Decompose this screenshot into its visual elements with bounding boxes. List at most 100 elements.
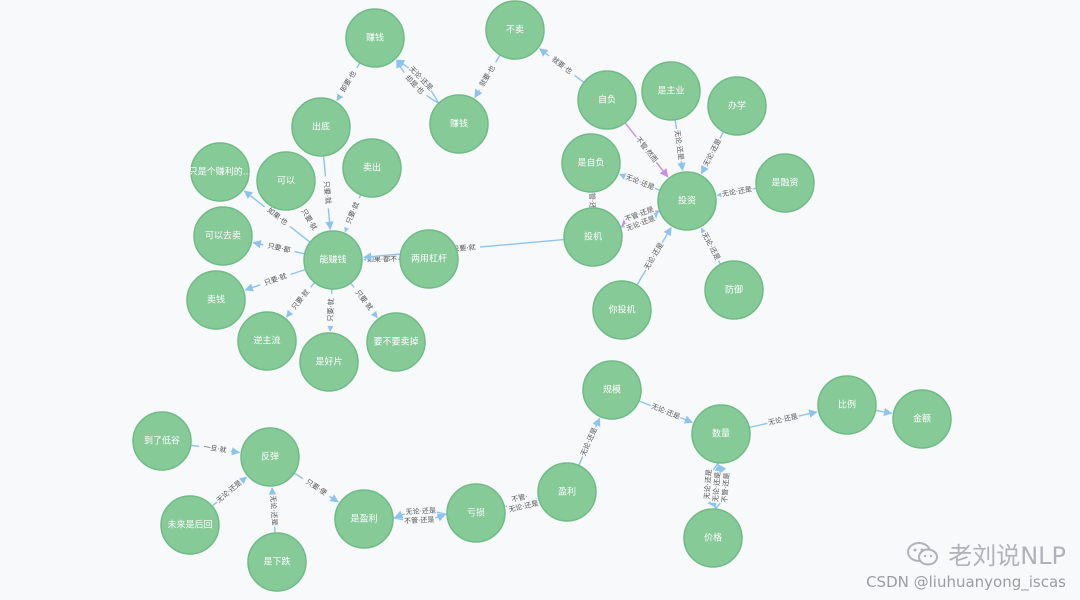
node-circle[interactable] [582, 360, 642, 420]
node-maiqian[interactable]: 卖钱 [186, 270, 246, 330]
node-buyao[interactable]: 不卖 [485, 0, 545, 60]
node-jirongye[interactable]: 是融资 [755, 153, 815, 213]
node-circle[interactable] [577, 70, 637, 130]
node-circle[interactable] [817, 375, 877, 435]
node-circle[interactable] [186, 270, 246, 330]
node-circle[interactable] [537, 462, 597, 522]
node-circle[interactable] [247, 532, 307, 592]
node-shixiadie[interactable]: 是下跌 [247, 532, 307, 592]
node-circle[interactable] [237, 311, 297, 371]
node-zifu[interactable]: 自负 [577, 70, 637, 130]
edge-label: 只要·就 [263, 271, 288, 287]
node-label: 投机 [584, 231, 602, 243]
node-daoliaodiyu[interactable]: 到了低谷 [132, 411, 192, 471]
node-yaobuyao[interactable]: 要不要卖掉 [366, 312, 426, 372]
node-circle[interactable] [683, 508, 743, 568]
node-circle[interactable] [190, 142, 250, 202]
node-bili[interactable]: 比例 [817, 375, 877, 435]
node-shizhuye[interactable]: 是主业 [641, 61, 701, 121]
node-jiqian[interactable]: 赚钱 [429, 94, 489, 154]
node-keyi[interactable]: 可以 [256, 151, 316, 211]
node-label: 卖钱 [207, 294, 225, 306]
node-circle[interactable] [563, 207, 623, 267]
node-nengzhuanqian[interactable]: 能赚钱 [303, 230, 363, 290]
edge-maichu-nengzhuanqian: 只要·就 [342, 194, 363, 233]
node-jiage[interactable]: 价格 [683, 508, 743, 568]
node-label: 不卖 [506, 25, 524, 36]
node-shihaopian[interactable]: 是好片 [299, 332, 359, 392]
edge-label: 无论·还是 [701, 137, 723, 168]
node-circle[interactable] [691, 404, 751, 464]
node-circle[interactable] [334, 489, 394, 549]
node-circle[interactable] [303, 230, 363, 290]
node-circle[interactable] [755, 153, 815, 213]
watermark-source: CSDN @liuhuanyong_iscas [866, 573, 1066, 591]
edge-shiyingli-kuisun: 不管·还是 [392, 513, 446, 526]
node-layer: 赚钱不卖出底赚钱自负是主业办学只是个赚利的...可以卖出是自负投资是融资可以去卖… [132, 0, 952, 592]
node-circle[interactable] [657, 171, 717, 231]
node-banxue[interactable]: 办学 [707, 76, 767, 136]
node-jine[interactable]: 金额 [892, 389, 952, 449]
node-yingli[interactable]: 盈利 [537, 462, 597, 522]
node-circle[interactable] [429, 94, 489, 154]
node-circle[interactable] [399, 229, 459, 289]
edge-nengzhuanqian-keyiqumai: 只要·都 [252, 239, 305, 256]
node-zhishige[interactable]: 只是个赚利的... [189, 142, 252, 202]
node-circle[interactable] [446, 483, 506, 543]
node-shiyingli[interactable]: 是盈利 [334, 489, 394, 549]
node-circle[interactable] [240, 427, 300, 487]
node-touzi[interactable]: 投资 [657, 171, 717, 231]
node-circle[interactable] [299, 332, 359, 392]
node-label: 规模 [603, 385, 621, 396]
node-touji[interactable]: 投机 [563, 207, 623, 267]
edge-label: 只要·都 [267, 242, 291, 255]
edge-label: 不管·然而 [634, 135, 660, 164]
node-circle[interactable] [892, 389, 952, 449]
node-guimo[interactable]: 规模 [582, 360, 642, 420]
node-liangyonggg[interactable]: 两用杠杆 [399, 229, 459, 289]
edge-label: 只要·就 [452, 242, 476, 253]
node-label: 亏损 [467, 507, 485, 519]
edge-label: 只要·就 [289, 288, 311, 312]
node-circle[interactable] [641, 61, 701, 121]
edge-zifu-buyao: 就要·也 [539, 48, 585, 83]
node-circle[interactable] [345, 8, 405, 68]
node-keyiqumai[interactable]: 可以去卖 [193, 206, 253, 266]
node-nitouji[interactable]: 你投机 [592, 280, 652, 340]
node-circle[interactable] [592, 280, 652, 340]
node-label: 可以 [277, 176, 295, 187]
edge-line [875, 407, 893, 417]
edge-yingli-guimo: 无论·还是 [578, 417, 601, 466]
node-label: 两用杠杆 [411, 253, 447, 265]
watermark-title: 老刘说NLP [948, 542, 1066, 570]
node-label: 你投机 [608, 304, 635, 316]
node-shizifu[interactable]: 是自负 [561, 133, 621, 193]
node-zhuanqian[interactable]: 赚钱 [345, 8, 405, 68]
node-circle[interactable] [291, 97, 351, 157]
node-circle[interactable] [704, 260, 764, 320]
node-chudi[interactable]: 出底 [291, 97, 351, 157]
node-label: 赚钱 [450, 118, 468, 130]
edge-label: 只要·就 [344, 200, 361, 225]
node-fantan[interactable]: 反弹 [240, 427, 300, 487]
node-circle[interactable] [193, 206, 253, 266]
node-circle[interactable] [366, 312, 426, 372]
node-shuliang[interactable]: 数量 [691, 404, 751, 464]
node-fangxian[interactable]: 防御 [704, 260, 764, 320]
node-circle[interactable] [707, 76, 767, 136]
node-circle[interactable] [160, 495, 220, 555]
node-label: 是下跌 [263, 557, 290, 568]
edge-nitouji-touzi: 无论·还是 [636, 226, 672, 286]
edge-jiage-shuliang: 不管·还是 [714, 464, 732, 510]
node-zhuliu[interactable]: 逆主流 [237, 311, 297, 371]
node-label: 是好片 [315, 356, 342, 368]
node-kuisun[interactable]: 亏损 [446, 483, 506, 543]
edge-fangxian-touzi: 无论·还是 [699, 227, 723, 265]
node-circle[interactable] [485, 0, 545, 60]
node-circle[interactable] [561, 133, 621, 193]
node-circle[interactable] [342, 138, 402, 198]
node-weilaishi[interactable]: 未来是后回 [160, 495, 220, 555]
node-maichu[interactable]: 卖出 [342, 138, 402, 198]
node-circle[interactable] [132, 411, 192, 471]
node-circle[interactable] [256, 151, 316, 211]
